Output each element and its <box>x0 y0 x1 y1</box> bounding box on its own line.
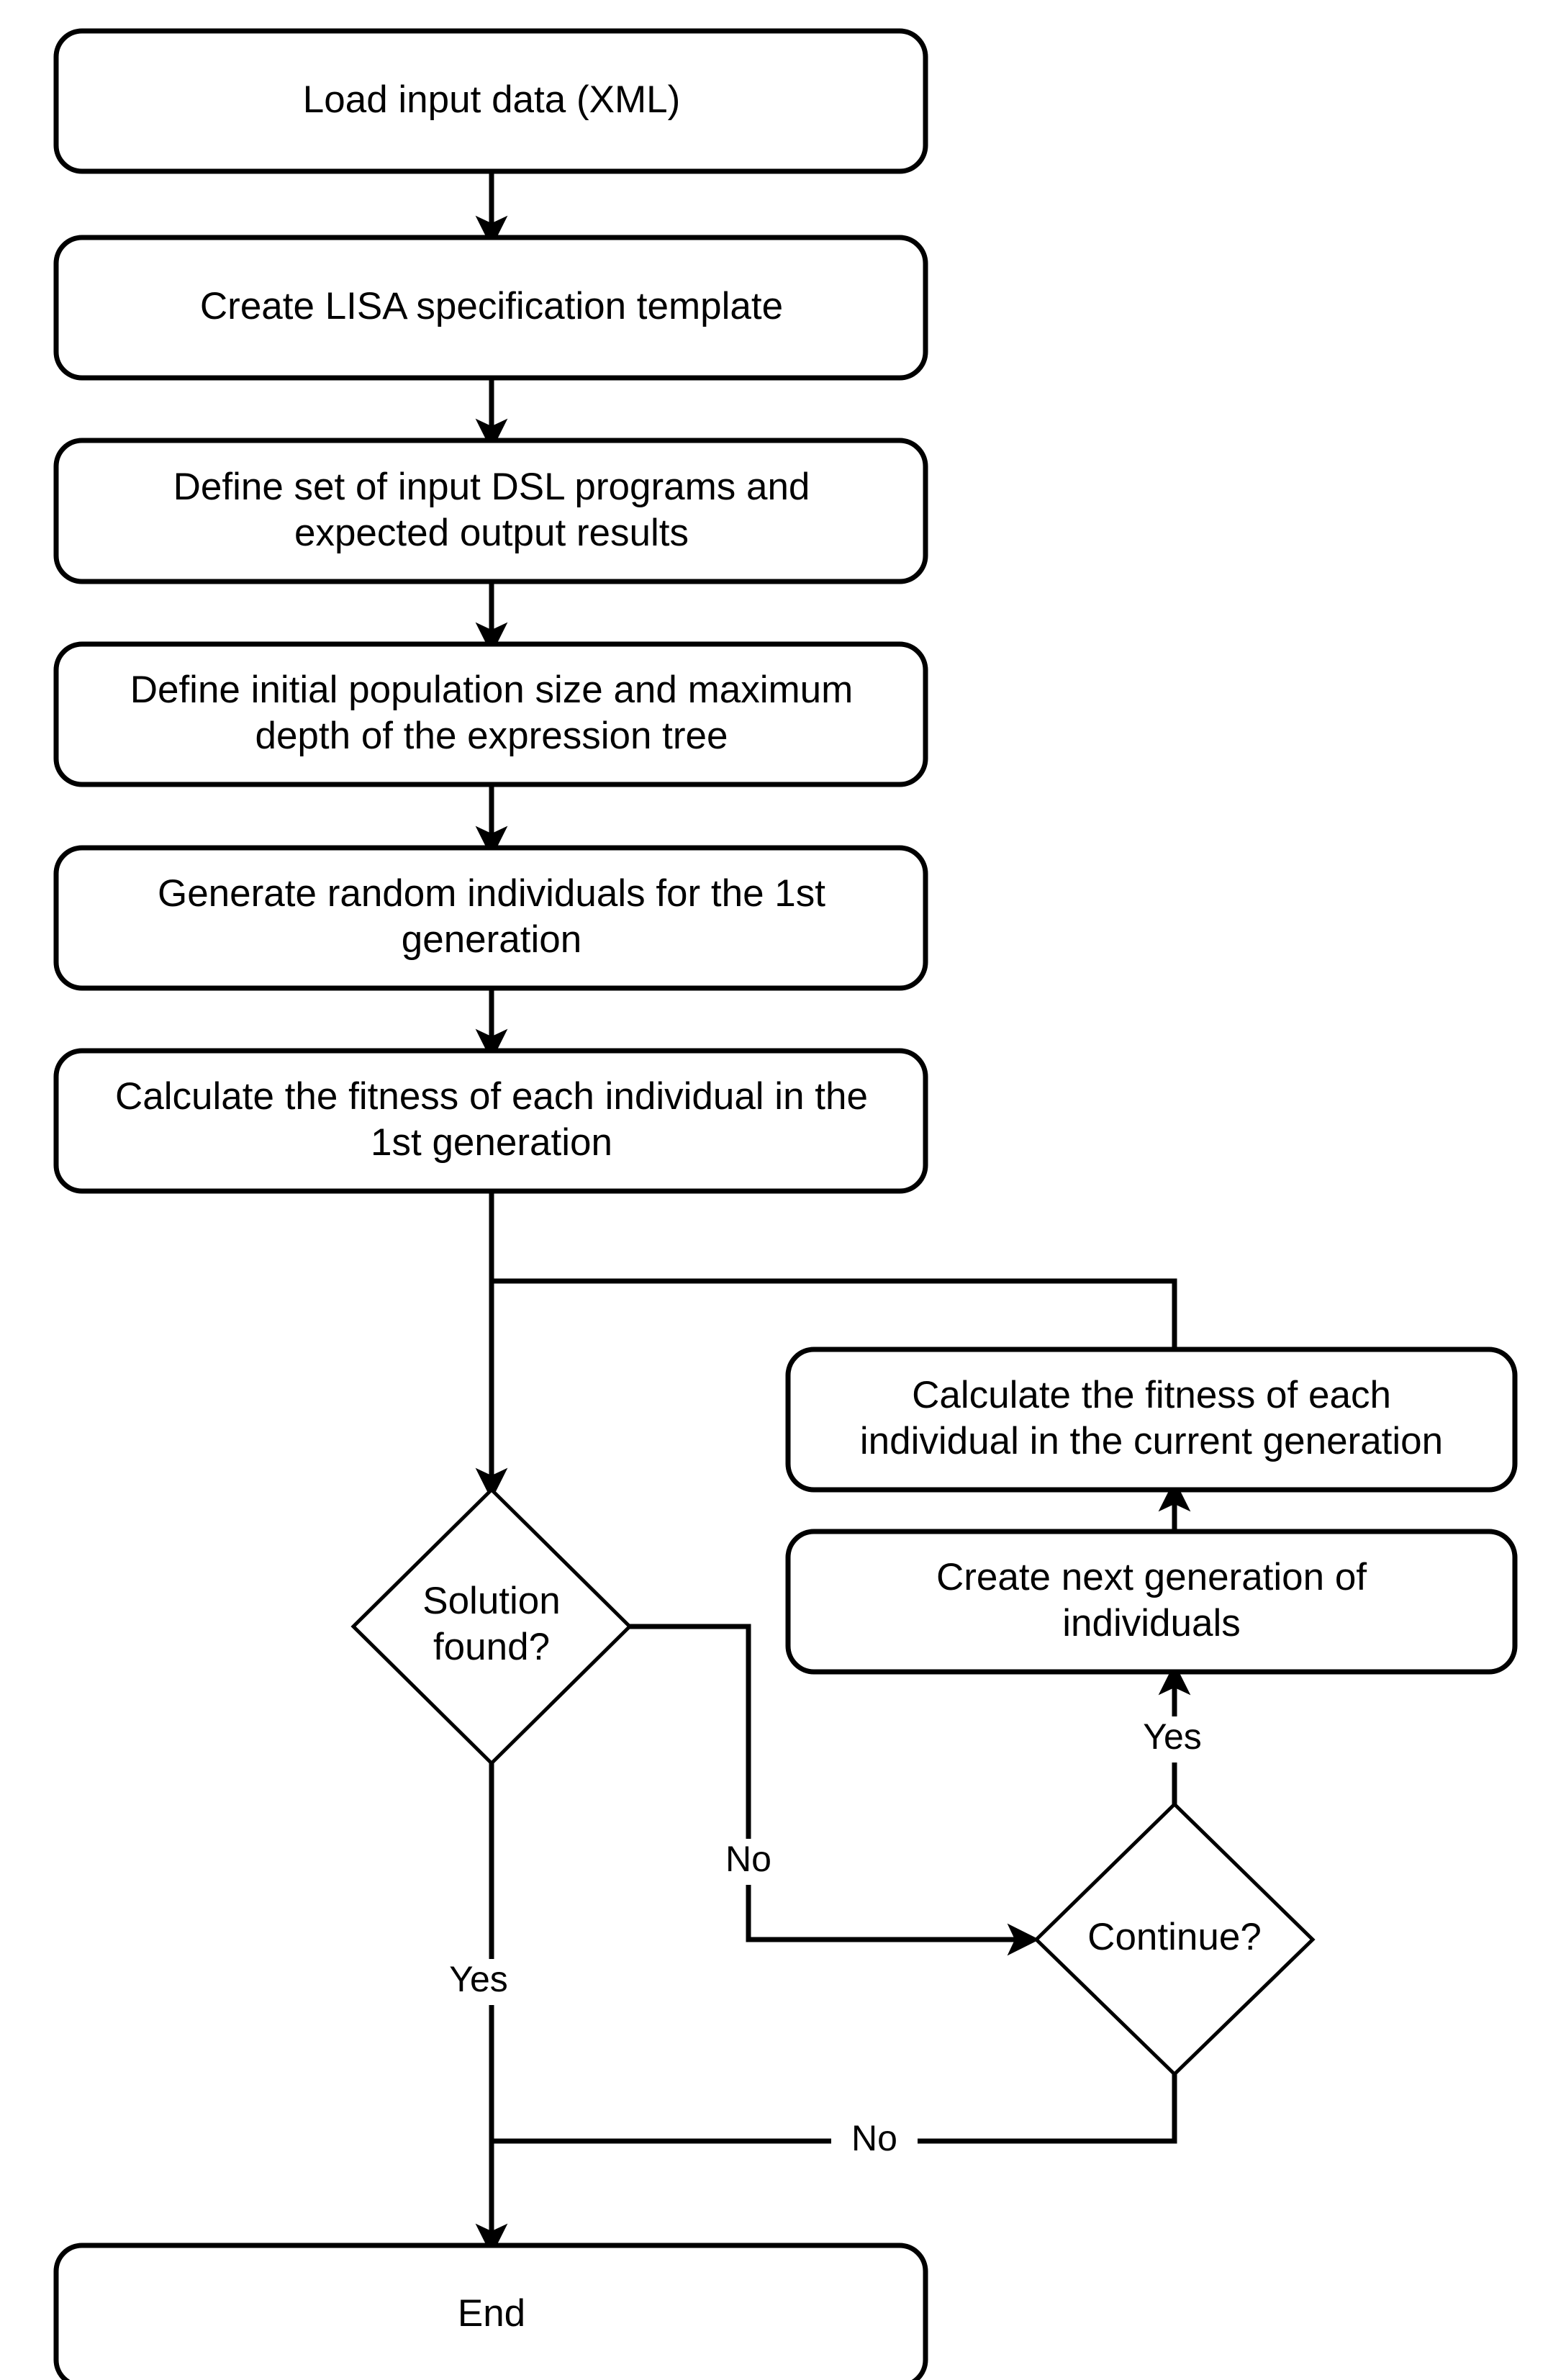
node-create-next-generation-label-line1: Create next generation of <box>936 1556 1367 1598</box>
node-continue[interactable]: Continue? <box>1033 1801 1316 2077</box>
edge-calc-first-to-calc-current <box>492 1278 1177 1349</box>
node-define-population-size-label-line1: Define initial population size and maxim… <box>130 669 854 711</box>
edge-label-solution-yes-bg <box>432 1959 525 2005</box>
node-define-dsl-programs-label-line2: expected output results <box>294 512 689 554</box>
node-solution-found-label-line1: Solution <box>422 1580 561 1622</box>
edge-label-solution-no-bg <box>709 1839 788 1885</box>
edge-labels-group: No Yes Yes No <box>432 1716 1223 2164</box>
edge-label-continue-yes: Yes <box>1143 1716 1202 1757</box>
node-generate-random-individuals-label-line1: Generate random individuals for the 1st <box>158 872 825 915</box>
node-load-input-data-shape <box>53 28 928 174</box>
node-calculate-fitness-current-label-line2: individual in the current generation <box>860 1420 1443 1462</box>
edge-label-continue-yes-bg <box>1123 1716 1223 1763</box>
node-calculate-fitness-current-shape <box>785 1347 1518 1493</box>
node-generate-random-individuals-label-line2: generation <box>402 918 581 961</box>
node-define-dsl-programs-shape <box>53 438 928 584</box>
edge-label-solution-no: No <box>725 1839 771 1879</box>
node-create-next-generation[interactable]: Create next generation of individuals <box>785 1529 1518 1675</box>
node-create-lisa-template[interactable]: Create LISA specification template <box>53 235 928 381</box>
node-continue-shape <box>1033 1801 1316 2077</box>
edge-solution-no-to-continue <box>630 1624 1040 1956</box>
node-end-label: End <box>458 2292 525 2335</box>
node-create-next-generation-shape <box>785 1529 1518 1675</box>
node-define-population-size-shape <box>53 641 928 787</box>
node-create-next-generation-label-line2: individuals <box>1062 1602 1240 1644</box>
node-end-shape <box>53 2243 928 2380</box>
node-define-dsl-programs[interactable]: Define set of input DSL programs and exp… <box>53 438 928 584</box>
node-solution-found[interactable]: Solution found? <box>350 1487 633 1766</box>
node-calculate-fitness-current-label-line1: Calculate the fitness of each <box>912 1374 1391 1416</box>
node-calculate-fitness-first-label-line2: 1st generation <box>371 1121 612 1164</box>
node-calculate-fitness-first[interactable]: Calculate the fitness of each individual… <box>53 1048 928 1194</box>
node-generate-random-individuals[interactable]: Generate random individuals for the 1st … <box>53 845 928 991</box>
edge-label-solution-yes: Yes <box>449 1959 508 1999</box>
node-solution-found-shape <box>350 1487 633 1766</box>
node-load-input-data-label: Load input data (XML) <box>303 78 680 121</box>
edge-label-continue-no-bg <box>831 2118 918 2164</box>
node-create-lisa-template-shape <box>53 235 928 381</box>
node-create-lisa-template-label: Create LISA specification template <box>200 285 783 327</box>
edge-label-continue-no: No <box>851 2118 897 2158</box>
node-define-dsl-programs-label-line1: Define set of input DSL programs and <box>173 466 810 508</box>
node-end[interactable]: End <box>53 2243 928 2380</box>
node-load-input-data[interactable]: Load input data (XML) <box>53 28 928 174</box>
node-define-population-size-label-line2: depth of the expression tree <box>255 715 728 757</box>
edges-group <box>475 171 1191 2256</box>
edge-continue-no-to-end <box>492 2074 1177 2144</box>
node-calculate-fitness-current[interactable]: Calculate the fitness of each individual… <box>785 1347 1518 1493</box>
node-calculate-fitness-first-shape <box>53 1048 928 1194</box>
node-define-population-size[interactable]: Define initial population size and maxim… <box>53 641 928 787</box>
node-generate-random-individuals-shape <box>53 845 928 991</box>
node-calculate-fitness-first-label-line1: Calculate the fitness of each individual… <box>115 1075 868 1118</box>
node-continue-label: Continue? <box>1087 1916 1262 1958</box>
node-solution-found-label-line2: found? <box>433 1626 550 1668</box>
